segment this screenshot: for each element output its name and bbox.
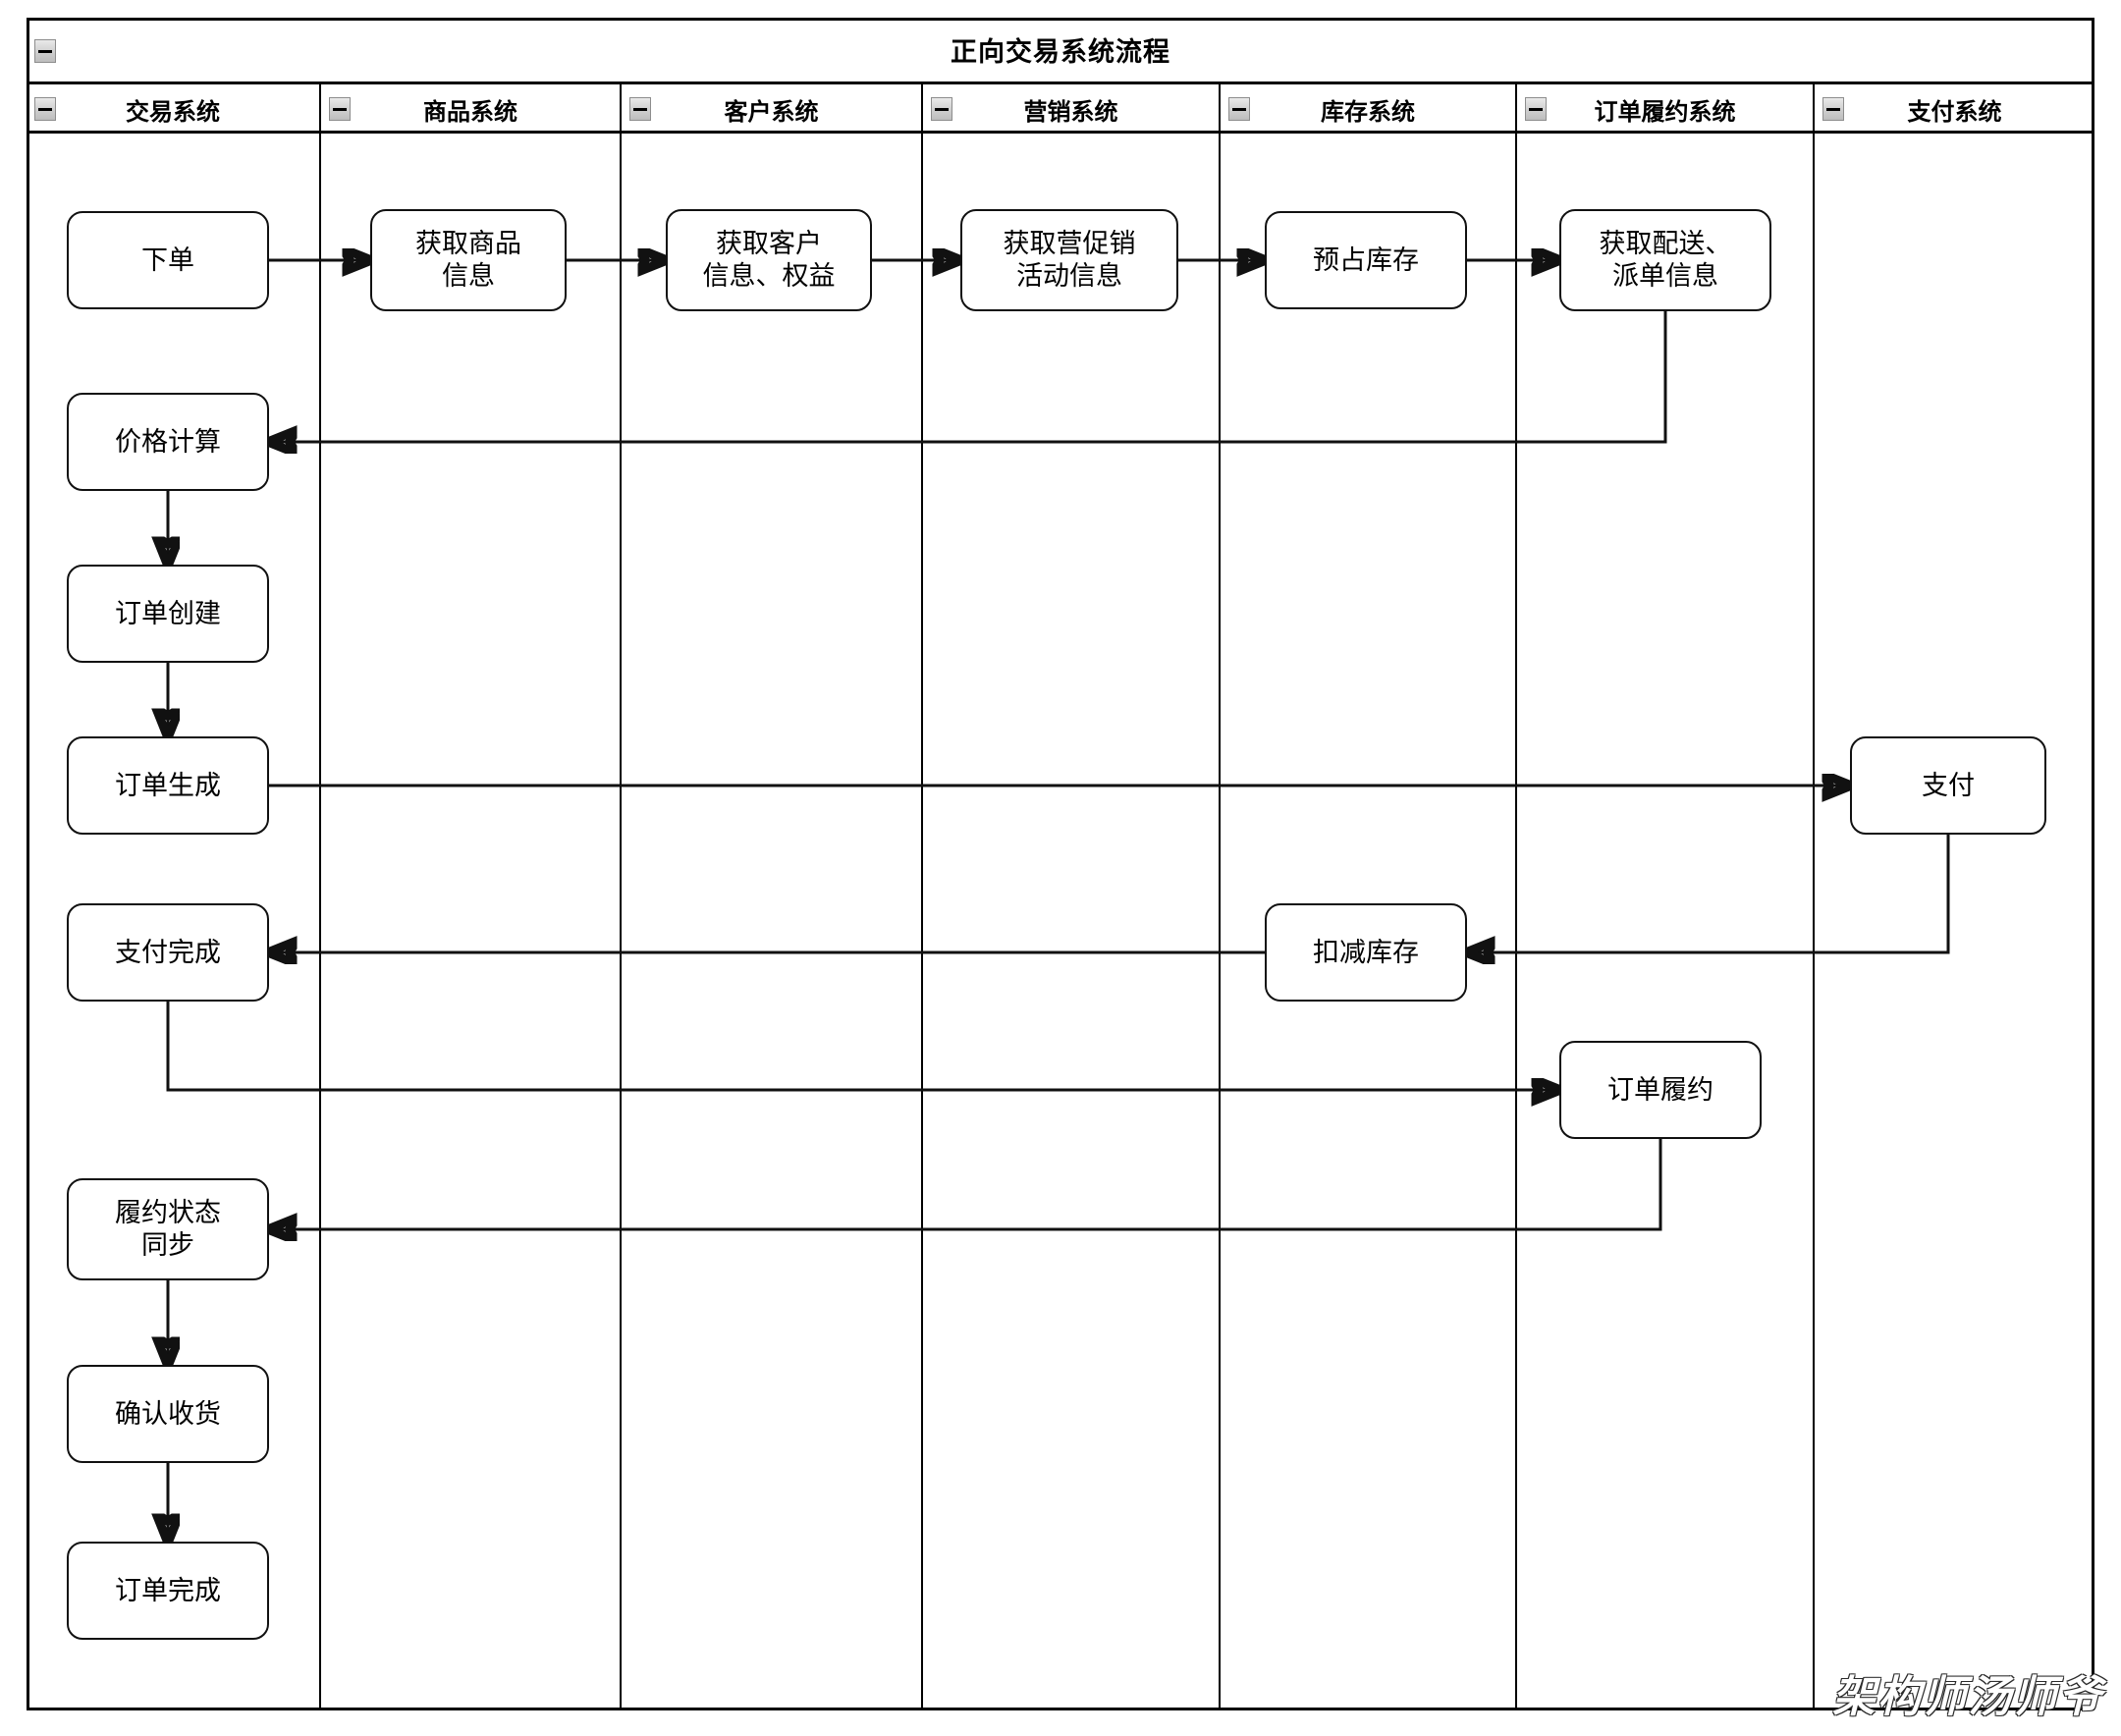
flow-node-n10[interactable]: 支付	[1850, 736, 2046, 835]
page-title: 正向交易系统流程	[951, 37, 1170, 67]
flow-node-n13[interactable]: 订单履约	[1559, 1041, 1762, 1139]
lane-header-marketing[interactable]: 营销系统	[923, 84, 1221, 134]
lane-label: 库存系统	[1321, 98, 1415, 126]
flow-node-n15[interactable]: 确认收货	[67, 1365, 269, 1463]
lane-header-row: 交易系统 商品系统 客户系统 营销系统 库存系统 订单履约系统 支付系统	[27, 84, 2094, 134]
lane-column-payment	[1815, 134, 2094, 1708]
lane-label: 交易系统	[126, 98, 220, 126]
flow-node-n3[interactable]: 获取客户 信息、权益	[666, 209, 872, 311]
minus-box-icon[interactable]	[1228, 97, 1250, 121]
lane-column-marketing	[923, 134, 1221, 1708]
minus-box-icon[interactable]	[1525, 97, 1547, 121]
minus-box-icon[interactable]	[629, 97, 651, 121]
flow-node-n7[interactable]: 价格计算	[67, 393, 269, 491]
flow-node-n11[interactable]: 支付完成	[67, 903, 269, 1002]
lane-label: 客户系统	[724, 98, 819, 126]
lane-label: 营销系统	[1023, 98, 1118, 126]
lane-header-payment[interactable]: 支付系统	[1815, 84, 2094, 134]
flow-node-n8[interactable]: 订单创建	[67, 565, 269, 663]
minus-box-icon[interactable]	[931, 97, 952, 121]
lane-column-trade	[27, 134, 321, 1708]
minus-box-icon[interactable]	[34, 97, 56, 121]
flow-node-n9[interactable]: 订单生成	[67, 736, 269, 835]
lane-label: 商品系统	[423, 98, 517, 126]
lane-column-customer	[622, 134, 923, 1708]
minus-box-icon[interactable]	[34, 39, 56, 63]
lane-header-fulfillment[interactable]: 订单履约系统	[1517, 84, 1815, 134]
minus-box-icon[interactable]	[1822, 97, 1844, 121]
flow-node-n1[interactable]: 下单	[67, 211, 269, 309]
watermark: 架构师汤师爷	[1832, 1673, 2103, 1721]
flow-node-n6[interactable]: 获取配送、 派单信息	[1559, 209, 1771, 311]
lane-header-trade[interactable]: 交易系统	[27, 84, 321, 134]
flow-node-n12[interactable]: 扣减库存	[1265, 903, 1467, 1002]
lane-header-product[interactable]: 商品系统	[321, 84, 622, 134]
minus-box-icon[interactable]	[329, 97, 351, 121]
lane-label: 支付系统	[1907, 98, 2002, 126]
lane-column-fulfillment	[1517, 134, 1815, 1708]
lane-header-inventory[interactable]: 库存系统	[1221, 84, 1517, 134]
flow-node-n5[interactable]: 预占库存	[1265, 211, 1467, 309]
flow-node-n2[interactable]: 获取商品 信息	[370, 209, 567, 311]
lane-header-customer[interactable]: 客户系统	[622, 84, 923, 134]
flow-node-n4[interactable]: 获取营促销 活动信息	[960, 209, 1178, 311]
flow-node-n16[interactable]: 订单完成	[67, 1542, 269, 1640]
lane-column-product	[321, 134, 622, 1708]
flow-node-n14[interactable]: 履约状态 同步	[67, 1178, 269, 1280]
pool-title-bar: 正向交易系统流程	[27, 18, 2094, 84]
lane-label: 订单履约系统	[1594, 98, 1736, 126]
